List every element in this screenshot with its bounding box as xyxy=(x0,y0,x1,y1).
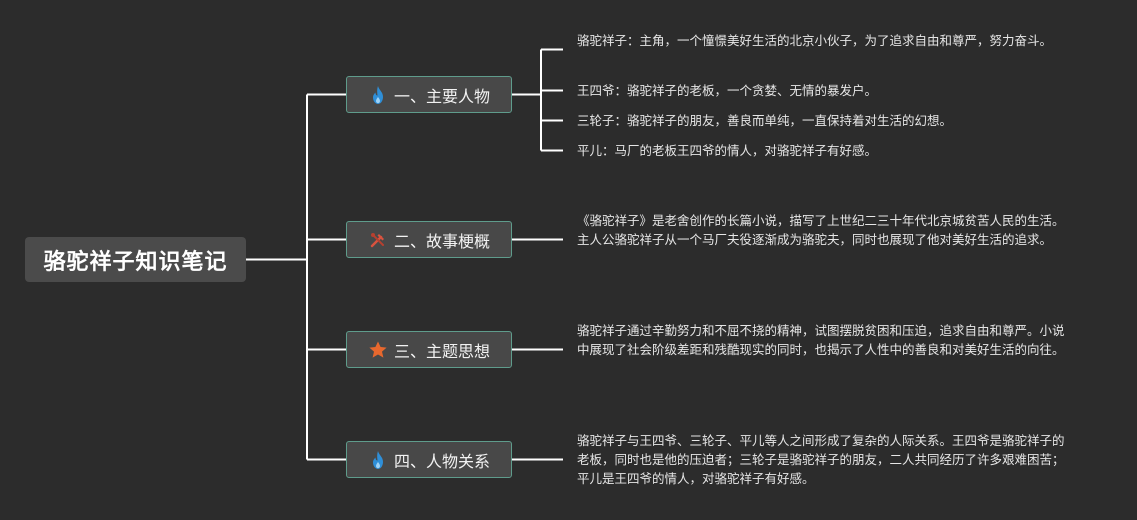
leaf-character-sanlunzi[interactable]: 三轮子：骆驼祥子的朋友，善良而单纯，一直保持着对生活的幻想。 xyxy=(577,113,953,128)
root-node-label: 骆驼祥子知识笔记 xyxy=(43,249,228,275)
leaf-theme[interactable]: 骆驼祥子通过辛勤努力和不屈不挠的精神，试图摆脱贫困和压迫，追求自由和尊严。小说中… xyxy=(577,323,1065,357)
branch-main-characters[interactable]: 一、主要人物 xyxy=(346,76,512,113)
flame-icon xyxy=(368,450,388,470)
root-node[interactable]: 骆驼祥子知识笔记 xyxy=(25,237,246,282)
star-icon xyxy=(368,340,388,360)
leaf-character-wangsiye[interactable]: 王四爷：骆驼祥子的老板，一个贪婪、无情的暴发户。 xyxy=(577,83,878,98)
branch-label: 二、故事梗概 xyxy=(393,231,490,251)
leaf-relationships[interactable]: 骆驼祥子与王四爷、三轮子、平儿等人之间形成了复杂的人际关系。王四爷是骆驼祥子的老… xyxy=(577,433,1065,486)
branch-label: 四、人物关系 xyxy=(393,451,490,471)
branch-story-summary[interactable]: 二、故事梗概 xyxy=(346,221,512,258)
flame-icon xyxy=(368,85,388,105)
branch-label: 一、主要人物 xyxy=(393,86,490,106)
branch-relationships[interactable]: 四、人物关系 xyxy=(346,441,512,478)
branch-theme[interactable]: 三、主题思想 xyxy=(346,331,512,368)
branch-label: 三、主题思想 xyxy=(393,341,490,361)
leaf-character-pinger[interactable]: 平儿：马厂的老板王四爷的情人，对骆驼祥子有好感。 xyxy=(577,143,878,158)
leaf-character-xiangzi[interactable]: 骆驼祥子：主角，一个憧憬美好生活的北京小伙子，为了追求自由和尊严，努力奋斗。 xyxy=(577,33,1053,48)
leaf-story-summary[interactable]: 《骆驼祥子》是老舍创作的长篇小说，描写了上世纪二三十年代北京城贫苦人民的生活。主… xyxy=(577,213,1065,247)
tools-icon xyxy=(368,230,388,250)
